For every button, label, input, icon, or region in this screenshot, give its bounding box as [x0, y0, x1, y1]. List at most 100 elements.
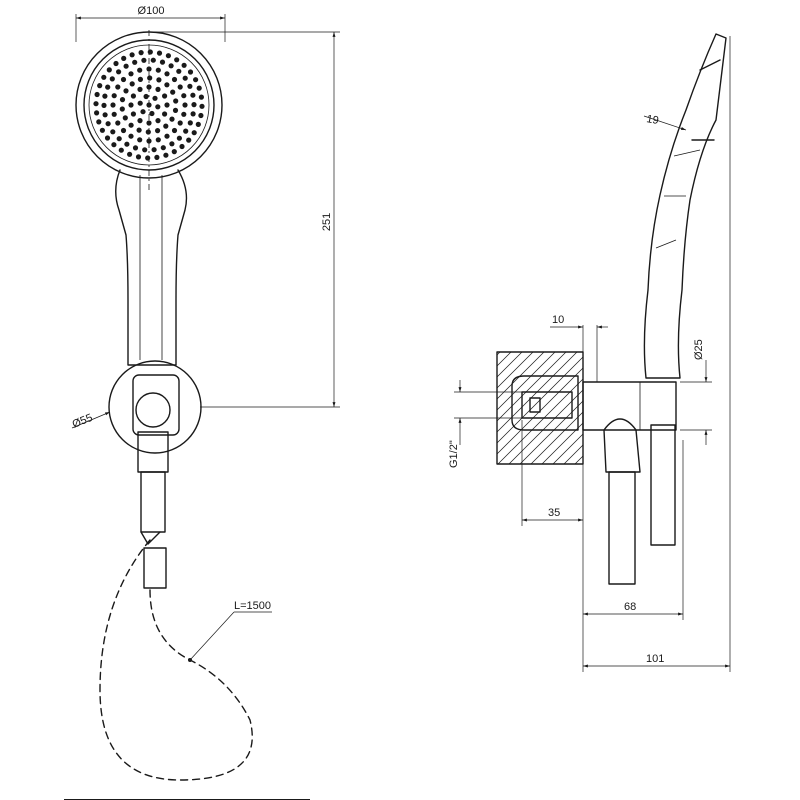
nozzle	[118, 147, 124, 153]
hatch-line	[519, 400, 583, 464]
nozzle	[160, 145, 166, 151]
nozzle	[120, 76, 127, 83]
nozzle	[147, 75, 153, 81]
dim-hose-length: L=1500	[234, 600, 271, 612]
nozzle	[176, 68, 182, 74]
hose-lower	[143, 547, 167, 589]
bracket-swivel	[135, 392, 171, 428]
nozzle	[116, 136, 122, 142]
nozzle	[164, 102, 170, 108]
nozzle	[196, 85, 202, 91]
nozzle	[119, 97, 126, 103]
nozzle	[186, 137, 192, 143]
nozzle	[101, 102, 107, 108]
nozzle	[152, 95, 158, 101]
nozzle	[155, 104, 161, 110]
nozzle	[128, 133, 134, 139]
nozzle	[145, 129, 151, 135]
nozzle	[162, 111, 168, 117]
nozzle	[110, 129, 116, 135]
hatch-line	[563, 444, 583, 464]
nozzle	[137, 100, 143, 106]
nozzle	[155, 137, 161, 143]
nozzle	[136, 127, 142, 133]
nozzle	[155, 128, 161, 134]
nozzle	[137, 76, 143, 82]
hatch-line	[497, 367, 583, 455]
nozzle	[163, 123, 169, 129]
nozzle	[99, 127, 105, 133]
hose-nut	[603, 418, 641, 473]
nozzle	[94, 91, 100, 98]
nozzle	[164, 71, 170, 77]
nozzle	[171, 76, 178, 83]
nozzle	[195, 121, 201, 127]
nozzle	[163, 152, 169, 158]
nozzle	[102, 93, 108, 99]
nozzle	[173, 98, 179, 104]
nozzle	[116, 69, 122, 75]
hatch-line	[497, 352, 578, 433]
hatch-line	[497, 352, 567, 422]
nozzle	[179, 143, 185, 150]
hatch-line	[552, 433, 583, 464]
nozzle	[127, 151, 133, 157]
hatch-line	[497, 378, 583, 464]
nozzle	[198, 112, 204, 119]
wall-outlet	[511, 375, 579, 431]
hatch-line	[641, 352, 753, 464]
holder-rod	[650, 424, 676, 546]
nozzle	[149, 110, 155, 117]
nozzle	[138, 50, 144, 56]
hatch-line	[497, 352, 556, 411]
nozzle	[130, 111, 136, 117]
nozzle	[199, 103, 205, 109]
nozzle	[150, 57, 156, 63]
shower-profile	[643, 33, 727, 379]
nozzle	[140, 109, 146, 115]
dim-head-diameter: Ø100	[138, 5, 165, 17]
nozzle	[156, 77, 162, 83]
nozzle	[170, 89, 176, 95]
nozzle	[129, 52, 135, 58]
nozzle	[94, 110, 100, 116]
nozzle	[137, 137, 143, 143]
nozzle	[182, 75, 188, 81]
nozzle	[145, 155, 151, 161]
hatch-line	[597, 352, 709, 464]
wall-section	[496, 351, 753, 465]
bracket-holder	[132, 374, 180, 436]
nozzle	[151, 147, 157, 153]
nozzle	[111, 111, 117, 117]
nozzle	[156, 50, 163, 56]
nozzle	[115, 84, 121, 90]
nozzle	[97, 83, 103, 89]
hatch-line	[530, 411, 583, 464]
nozzle	[142, 147, 148, 153]
hatch-line	[574, 455, 583, 464]
nozzle	[135, 154, 142, 160]
nozzle	[187, 83, 193, 89]
nozzle	[105, 84, 111, 90]
hatch-line	[497, 352, 534, 389]
nozzle	[187, 120, 193, 126]
hatch-line	[586, 352, 698, 464]
nozzle	[143, 93, 149, 100]
nozzle	[104, 135, 111, 141]
nozzle	[137, 118, 143, 124]
nozzle	[147, 49, 153, 55]
nozzle	[190, 111, 196, 117]
front-view: Ø100 251 Ø55 L=1500	[71, 5, 340, 781]
dim-head-thickness: 19	[645, 113, 659, 127]
nozzle	[106, 67, 112, 73]
nozzle	[174, 57, 180, 63]
nozzle	[176, 135, 182, 141]
nozzle	[115, 120, 121, 126]
nozzle	[129, 81, 135, 87]
nozzle	[113, 60, 119, 67]
dim-projection-68: 68	[624, 601, 636, 613]
nozzle	[111, 93, 117, 99]
dim-depth-35: 35	[548, 507, 560, 519]
nozzle	[165, 53, 171, 59]
